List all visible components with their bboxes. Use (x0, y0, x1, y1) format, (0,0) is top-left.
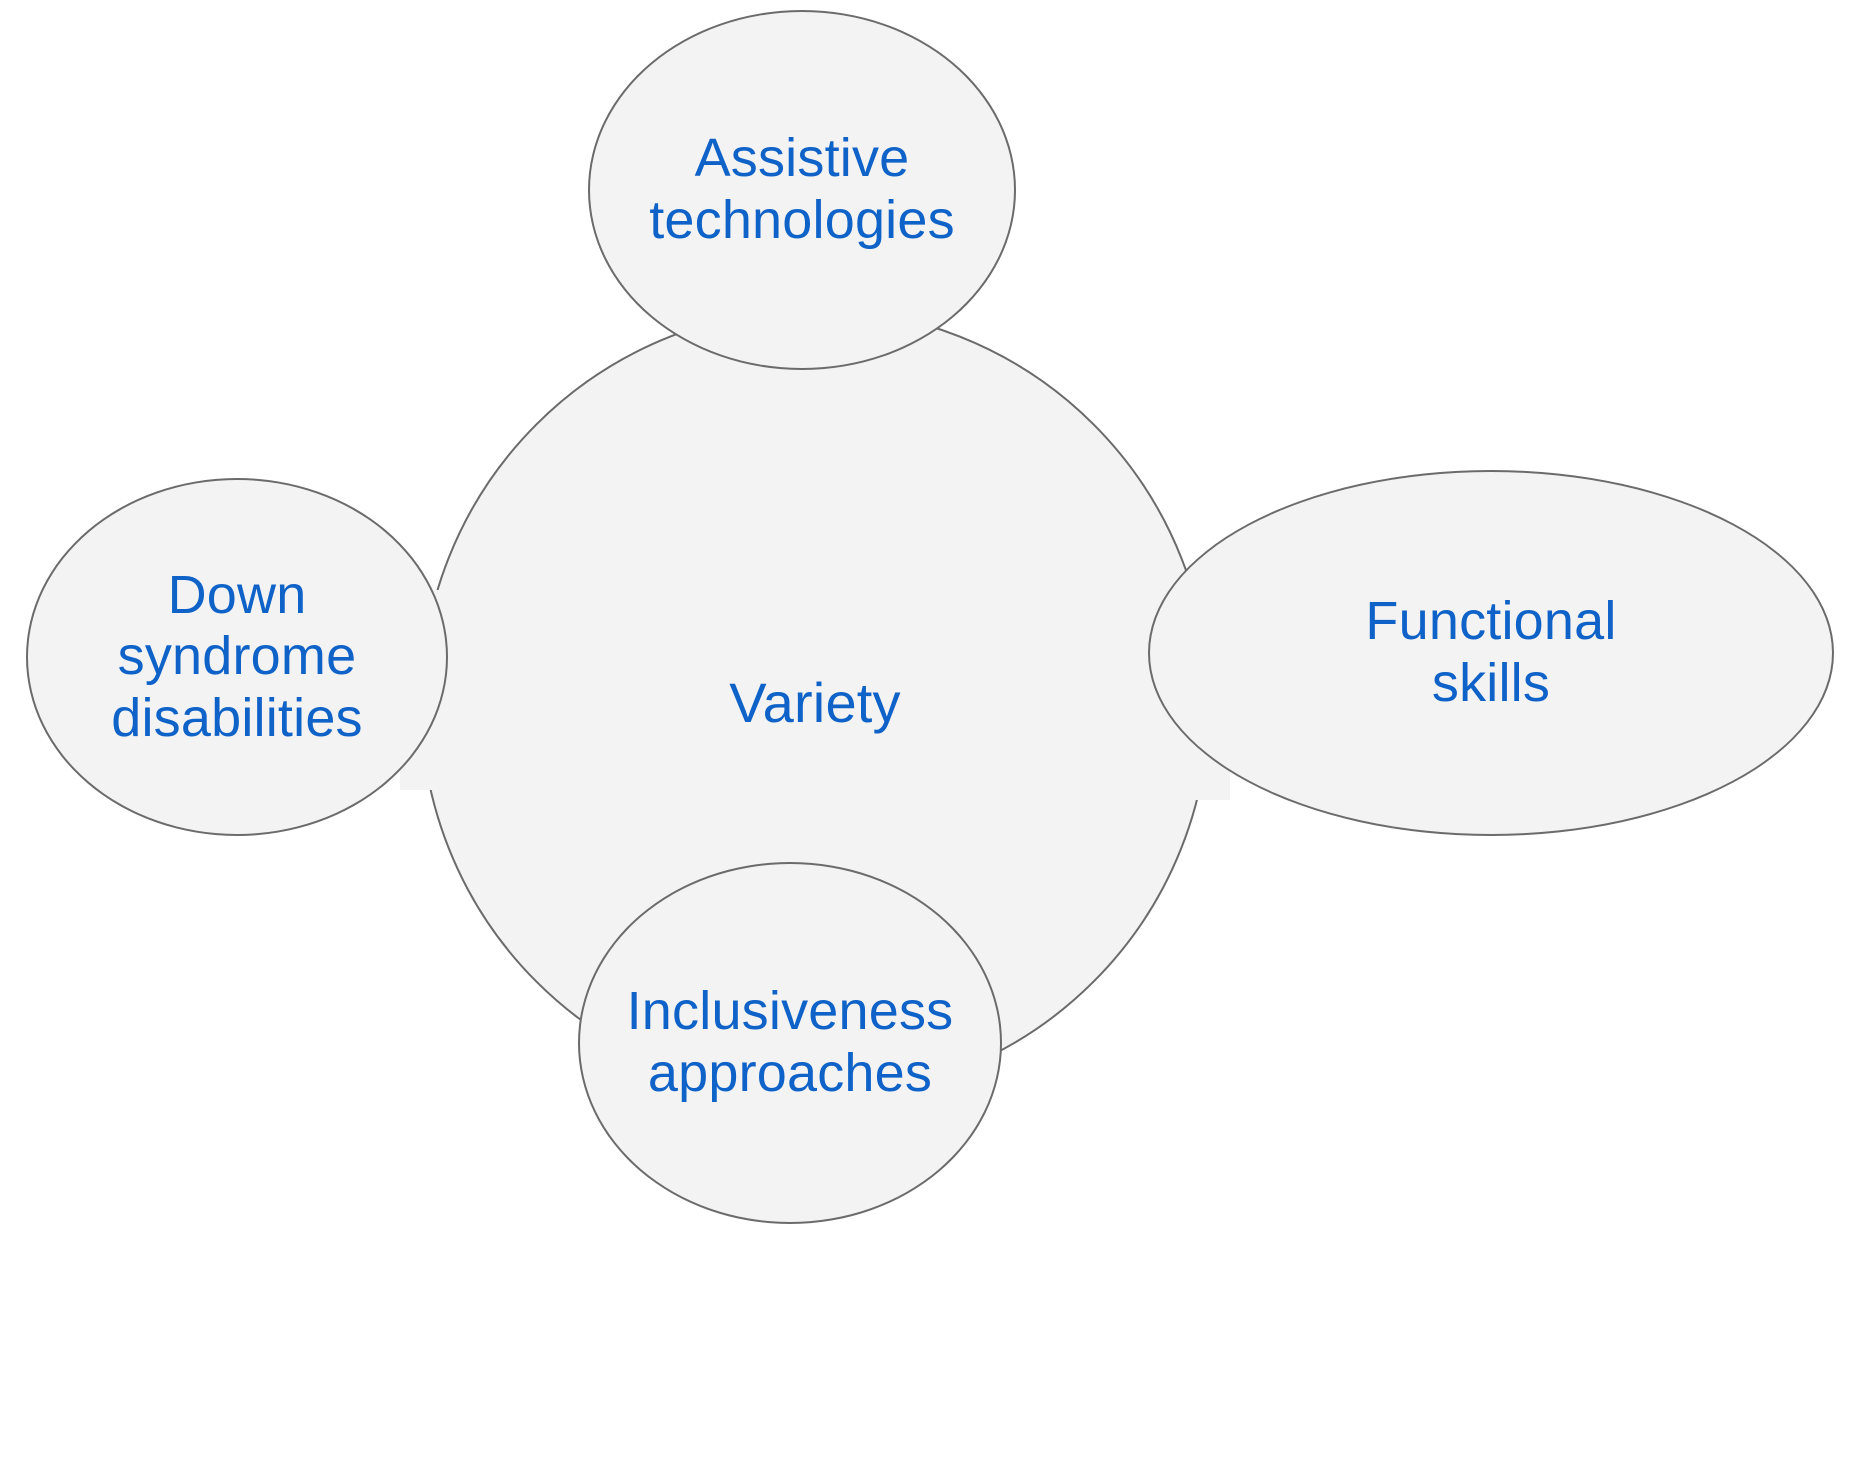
satellite-node-label-down-syndrome-disabilities: Down syndrome disabilities (111, 564, 363, 748)
satellite-node-assistive-technologies[interactable]: Assistive technologies (588, 10, 1016, 370)
satellite-node-label-functional-skills: Functional skills (1365, 591, 1617, 713)
satellite-node-functional-skills[interactable]: Functional skills (1148, 470, 1834, 836)
center-node-label: Variety (729, 671, 901, 735)
satellite-node-down-syndrome-disabilities[interactable]: Down syndrome disabilities (26, 478, 448, 836)
satellite-node-inclusiveness-approaches[interactable]: Inclusiveness approaches (578, 862, 1002, 1224)
satellite-node-label-assistive-technologies: Assistive technologies (649, 128, 955, 250)
satellite-node-label-inclusiveness-approaches: Inclusiveness approaches (626, 981, 954, 1103)
